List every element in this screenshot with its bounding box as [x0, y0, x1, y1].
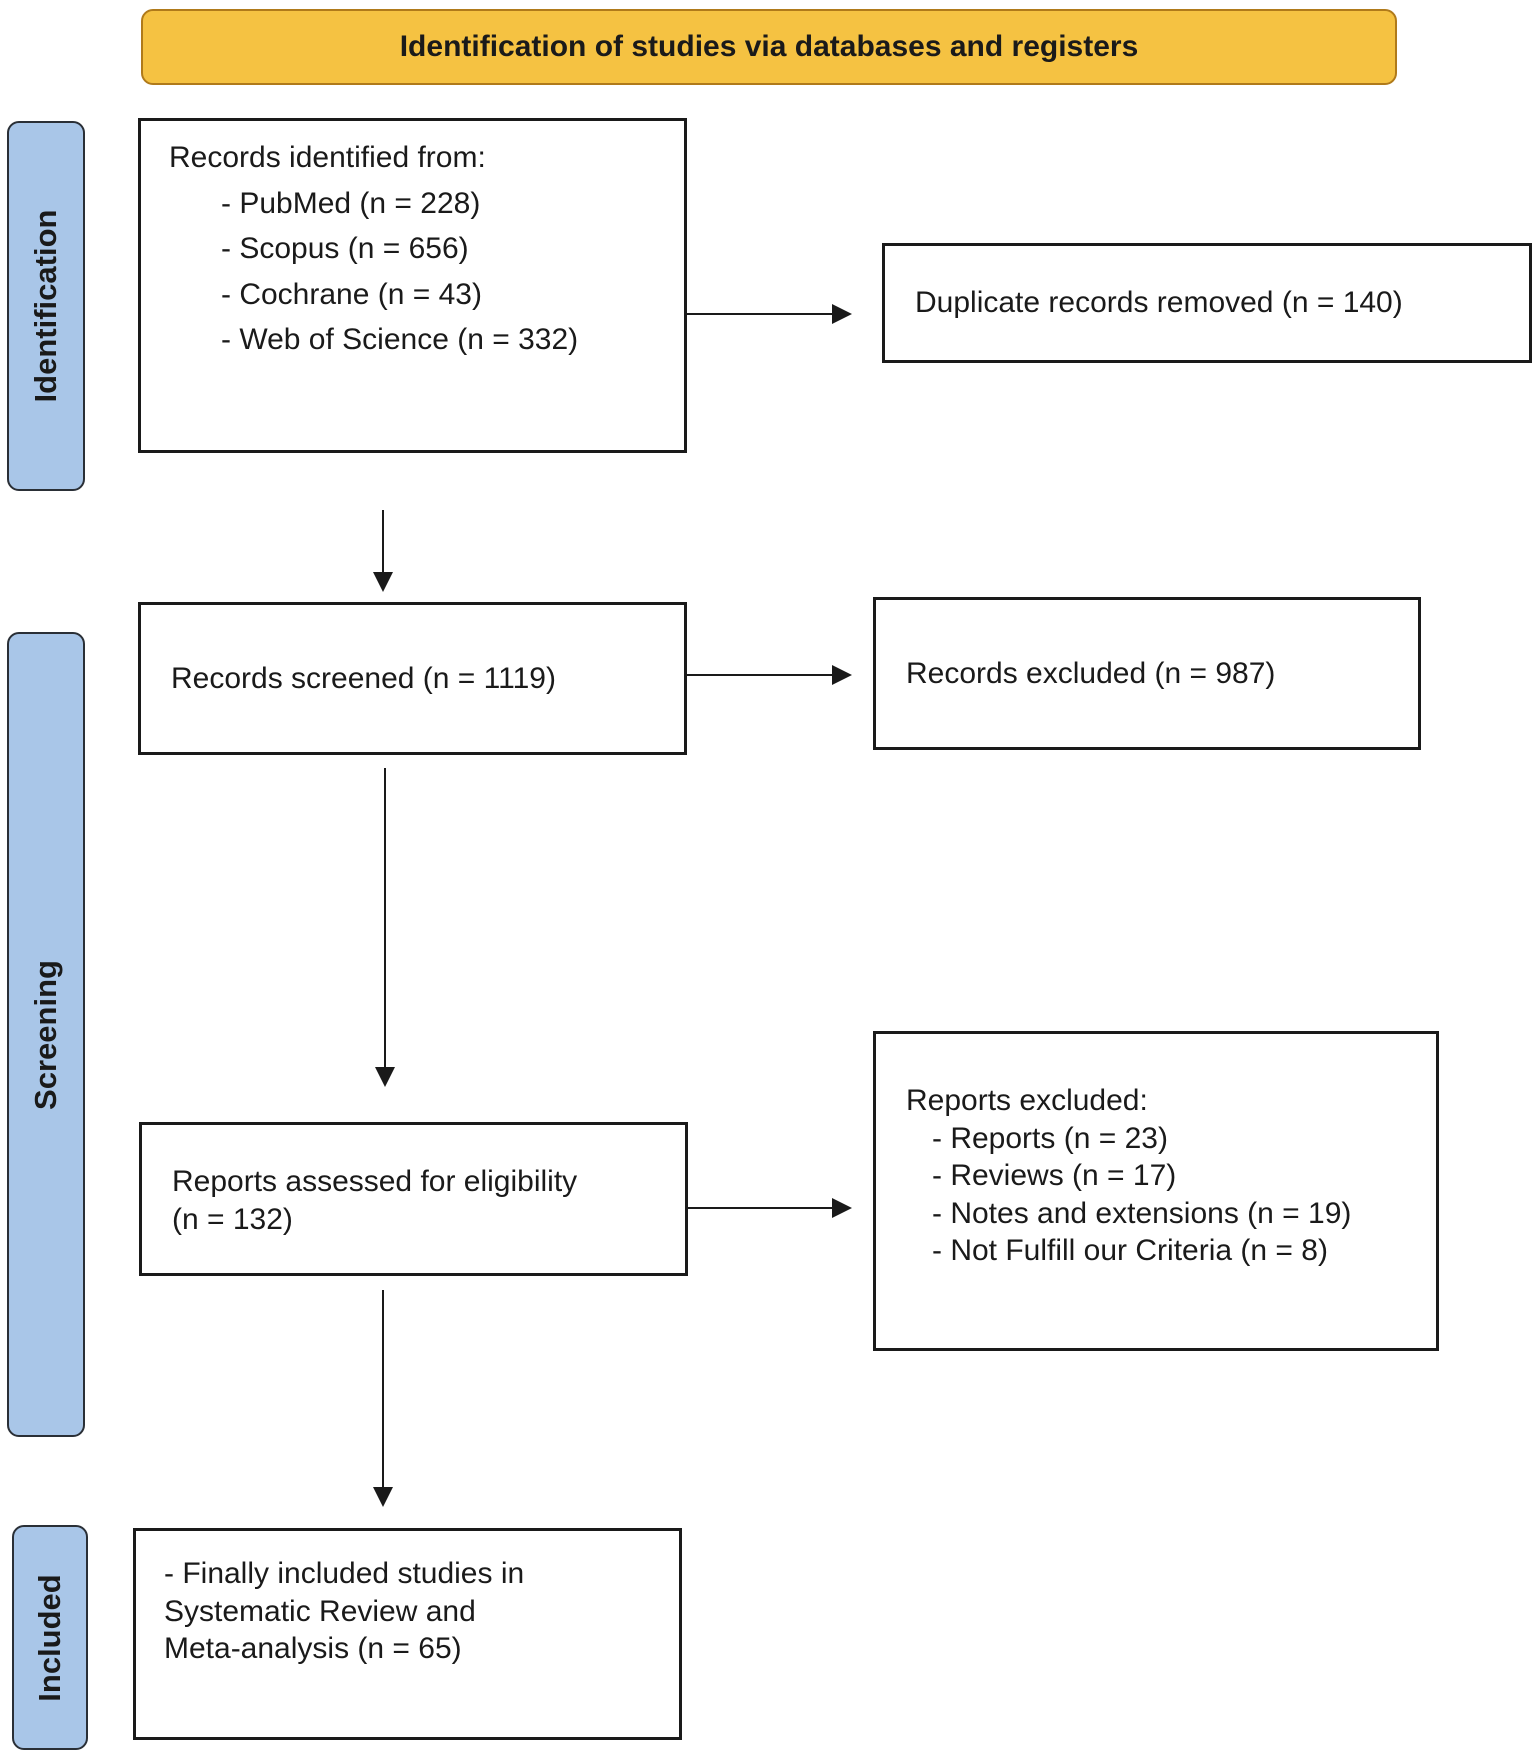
- records-identified-heading: Records identified from:: [169, 141, 486, 174]
- records-excluded-box: Records excluded (n = 987): [873, 597, 1421, 750]
- included-studies-box: - Finally included studies in Systematic…: [133, 1528, 682, 1740]
- included-line: Systematic Review and: [164, 1594, 476, 1628]
- reports-excluded-heading: Reports excluded:: [906, 1084, 1148, 1117]
- exclusion-reason: - Reviews (n = 17): [932, 1159, 1177, 1192]
- phase-included: Included: [12, 1525, 88, 1750]
- source-item: - Cochrane (n = 43): [221, 277, 482, 311]
- source-item: - PubMed (n = 228): [221, 186, 481, 220]
- reports-assessed-line1: Reports assessed for eligibility: [172, 1165, 578, 1198]
- records-excluded-text: Records excluded (n = 987): [906, 656, 1276, 690]
- exclusion-reason: - Reports (n = 23): [932, 1121, 1168, 1155]
- phase-included-label: Included: [32, 1573, 67, 1702]
- records-screened-text: Records screened (n = 1119): [171, 661, 556, 695]
- reports-assessed-box: Reports assessed for eligibility (n = 13…: [139, 1122, 688, 1276]
- records-identified-box: Records identified from: - PubMed (n = 2…: [138, 118, 687, 453]
- source-item: - Scopus (n = 656): [221, 232, 469, 265]
- phase-identification: Identification: [7, 121, 85, 491]
- reports-excluded-box: Reports excluded: - Reports (n = 23) - R…: [873, 1031, 1439, 1351]
- reports-assessed-line2: (n = 132): [172, 1202, 293, 1236]
- phase-screening-label: Screening: [28, 959, 63, 1110]
- phase-screening: Screening: [7, 632, 85, 1437]
- exclusion-reason: - Not Fulfill our Criteria (n = 8): [932, 1234, 1328, 1267]
- records-screened-box: Records screened (n = 1119): [138, 602, 687, 755]
- header-banner: Identification of studies via databases …: [141, 9, 1397, 85]
- included-line: - Finally included studies in: [164, 1557, 525, 1590]
- phase-identification-label: Identification: [28, 209, 63, 403]
- source-item: - Web of Science (n = 332): [221, 323, 579, 356]
- header-title: Identification of studies via databases …: [399, 30, 1139, 63]
- included-line: Meta-analysis (n = 65): [164, 1632, 462, 1665]
- duplicates-removed-box: Duplicate records removed (n = 140): [882, 243, 1532, 363]
- exclusion-reason: - Notes and extensions (n = 19): [932, 1196, 1352, 1230]
- duplicates-removed-text: Duplicate records removed (n = 140): [915, 286, 1403, 320]
